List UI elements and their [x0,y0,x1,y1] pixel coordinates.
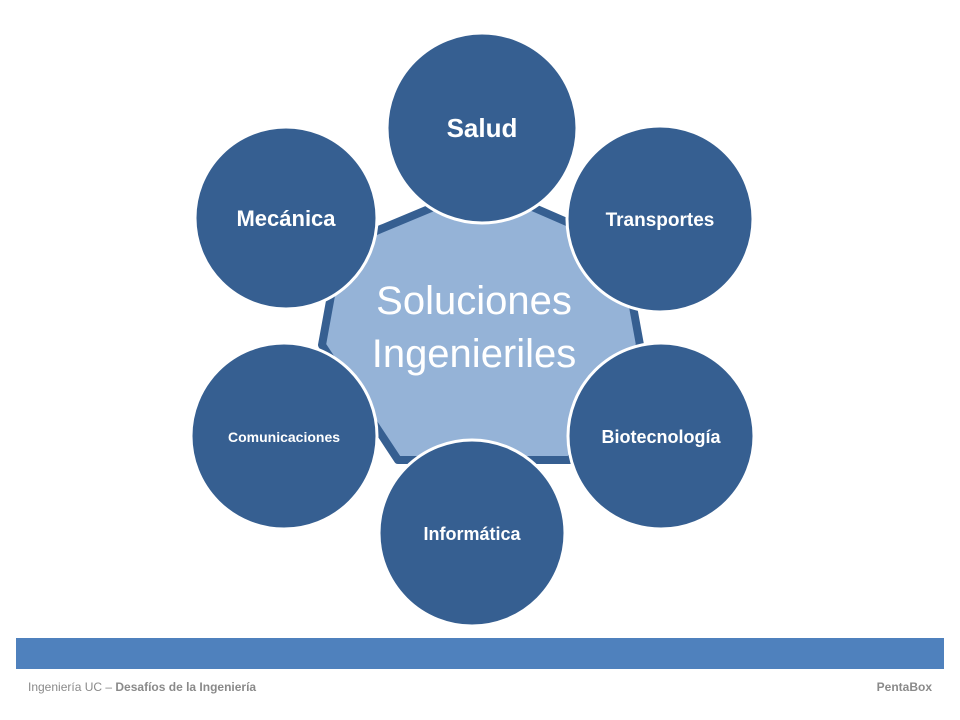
node-label: Mecánica [236,206,336,231]
footer: Ingeniería UC – Desafíos de la Ingenierí… [28,680,932,696]
footer-right: PentaBox [876,680,932,694]
node-biotecnologia[interactable]: Biotecnología [566,341,756,531]
node-transportes[interactable]: Transportes [565,124,755,314]
footer-course: Desafíos de la Ingeniería [115,680,257,694]
footer-org: Ingeniería UC – [28,680,116,694]
cycle-diagram: Soluciones Ingenieriles Salud Transporte… [189,31,756,628]
node-label: Salud [447,113,518,143]
node-mecanica[interactable]: Mecánica [193,125,379,311]
node-label: Informática [423,524,521,544]
node-label: Biotecnología [601,427,721,447]
footer-left: Ingeniería UC – Desafíos de la Ingenierí… [28,680,256,694]
node-comunicaciones[interactable]: Comunicaciones [189,341,379,531]
node-informatica[interactable]: Informática [377,438,567,628]
center-title-line-1: Soluciones [376,279,572,323]
node-salud[interactable]: Salud [385,31,579,225]
node-label: Comunicaciones [228,429,340,445]
node-label: Transportes [606,210,715,231]
footer-bar [16,638,944,669]
center-title-line-2: Ingenieriles [372,332,577,376]
